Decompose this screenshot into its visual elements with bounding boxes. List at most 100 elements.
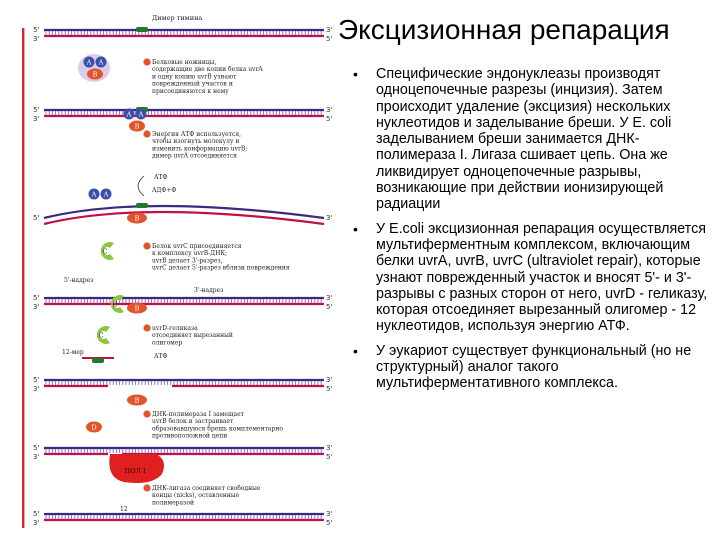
- uvrA-protein: [95, 56, 107, 68]
- step-caption-line: полимеразой: [152, 499, 194, 506]
- strand-end-label: 3': [326, 376, 332, 384]
- step-marker: [143, 410, 151, 418]
- bullet-item: • У E.coli эксцизионная репарация осущест…: [350, 221, 714, 335]
- strand-end-label: 5': [33, 376, 39, 384]
- step-caption-line: uvrD-геликаза: [152, 325, 198, 332]
- uvrB-label: B: [135, 215, 140, 223]
- base-pairs: [45, 449, 322, 453]
- uvrB-protein: [127, 394, 147, 406]
- uvrA-label: A: [126, 111, 132, 119]
- bullet-text: Специфические эндонуклеазы производят од…: [376, 66, 672, 213]
- pol1-label: ПОЛ I: [124, 467, 145, 475]
- step-marker: [143, 58, 151, 66]
- oligomer-label: 12-мер: [62, 349, 84, 356]
- base-pairs: [45, 515, 322, 519]
- uvrA-protein: [83, 56, 95, 68]
- left-margin-bar: [22, 28, 25, 528]
- bullet-list: • Специфические эндонуклеазы производят о…: [350, 66, 714, 400]
- uvrC-label: C: [113, 301, 118, 309]
- strand-end-label: 3': [33, 385, 39, 393]
- uvrB-label: B: [135, 305, 140, 313]
- dna-strand-bottom: [43, 210, 325, 226]
- uvrC-protein: [96, 326, 110, 345]
- step-marker: [143, 242, 151, 250]
- strand-end-label: 3': [326, 106, 332, 114]
- bullet-item: •У эукариот существует функциональный (н…: [350, 343, 714, 392]
- five-prime-cut-label: 5'-надрез: [64, 277, 93, 284]
- step-caption-line: чтобы изогнуть молекулу и: [152, 138, 239, 145]
- atp-label: АТФ: [154, 353, 168, 360]
- uvrA-label: A: [86, 59, 92, 67]
- strand-end-label: 5': [33, 214, 39, 222]
- strand-end-label: 3': [326, 444, 332, 452]
- uvrC-label: C: [103, 248, 108, 256]
- reaction-arrow: [137, 175, 145, 197]
- uvrC-protein: [100, 242, 114, 260]
- step-marker: [143, 130, 151, 138]
- step-caption-line: образовавшуюся брешь комплементарно: [152, 425, 283, 432]
- step-caption-line: Белковые ножницы,: [152, 59, 217, 66]
- step-caption-line: содержащие две копии белка uvrA: [152, 66, 263, 73]
- three-prime-cut-label: 3'-надрез: [194, 287, 223, 294]
- bullet-text: У E.coli эксцизионная репарация осуществ…: [376, 220, 708, 335]
- step-caption-line: противоположной цепи: [152, 433, 227, 440]
- uvrA-label: A: [98, 59, 104, 67]
- step-marker: [143, 484, 151, 492]
- dna-strand-top: [43, 204, 325, 220]
- step-caption-line: uvrB белок и застраивает: [152, 418, 234, 425]
- thymine-dimer: [136, 27, 148, 32]
- strand-end-label: 5': [33, 294, 39, 302]
- strand-end-label: 5': [33, 106, 39, 114]
- strand-end-label: 3': [326, 26, 332, 34]
- uvrA-protein: [88, 188, 100, 200]
- uvrB-label: B: [135, 397, 140, 405]
- uvrB-protein: [87, 68, 103, 80]
- step-caption-line: присоединяются к нему: [152, 88, 229, 95]
- strand-end-label: 5': [33, 26, 39, 34]
- strand-end-label: 5': [326, 519, 332, 527]
- uvrB-protein: [127, 302, 147, 314]
- step-caption-line: uvrB делает 3'-разрез,: [152, 257, 223, 264]
- uvrA-protein: [100, 188, 112, 200]
- bullet-dot: •: [353, 220, 358, 237]
- step-caption-line: поврежденный участок и: [152, 81, 233, 88]
- step-caption-line: димер uvrA отсоединяется: [152, 153, 237, 160]
- uvrA-protein: [135, 108, 147, 120]
- uvrA-protein: [123, 108, 135, 120]
- strand-end-label: 5': [326, 115, 332, 123]
- adp-label: АДФ+Ф: [152, 187, 176, 194]
- step-caption-line: ДНК-полимераза I замещает: [152, 411, 245, 418]
- strand-end-label: 3': [33, 35, 39, 43]
- base-pairs: [45, 111, 322, 115]
- uvrC-protein: [110, 295, 124, 313]
- thymine-dimer-label: Димер тимина: [152, 14, 202, 22]
- base-pairs: [45, 31, 322, 35]
- strand-end-label: 5': [326, 35, 332, 43]
- bullet-item: •Специфические эндонуклеазы производят о…: [350, 66, 714, 213]
- step-caption-line: и одну копию uvrB узнают: [152, 73, 237, 80]
- uvrB-protein: [127, 212, 147, 224]
- uvrC-label: C: [99, 332, 104, 340]
- step-caption-line: Энергия АТФ используется,: [152, 131, 241, 138]
- thymine-dimer: [136, 203, 148, 208]
- uvrD-protein: [86, 421, 102, 433]
- base-pairs: [45, 299, 322, 303]
- strand-end-label: 3': [326, 294, 332, 302]
- strand-end-label: 3': [33, 453, 39, 461]
- bullet-dot: •: [353, 342, 358, 359]
- slide-title: Эксцизионная репарация: [338, 14, 670, 45]
- step-caption-line: uvrC делает 5'-разрез вблизи повреждения: [152, 265, 290, 272]
- strand-end-label: 3': [33, 303, 39, 311]
- step-caption-line: изменить конформацию uvrB;: [152, 145, 247, 152]
- step-caption-line: к комплексу uvrB-ДНК;: [152, 250, 227, 257]
- twelve-nt-label: 12: [120, 506, 128, 513]
- uvrB-label: B: [135, 123, 140, 131]
- atp-label: АТФ: [154, 174, 168, 181]
- step-caption-line: ДНК-лигаза соединяет свободные: [152, 485, 261, 492]
- step-caption-line: отсоединяет вырезанный: [152, 332, 233, 339]
- strand-end-label: 5': [326, 385, 332, 393]
- uvrA-label: A: [103, 191, 109, 199]
- uvrA-label: A: [91, 191, 97, 199]
- strand-end-label: 3': [33, 115, 39, 123]
